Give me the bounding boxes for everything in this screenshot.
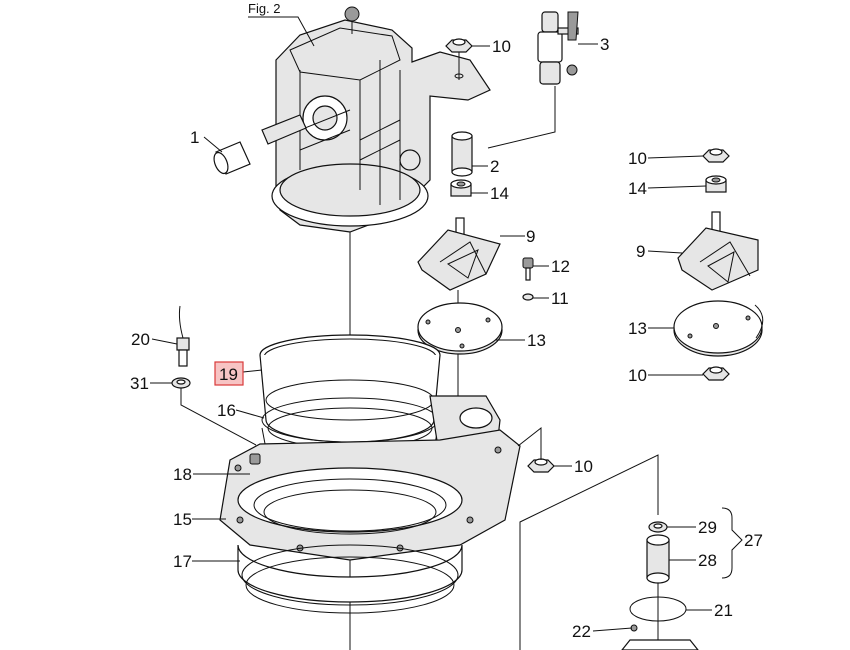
callout-10-right-top[interactable]: 10 bbox=[628, 149, 647, 168]
callout-12[interactable]: 12 bbox=[551, 257, 570, 276]
shaft-part-1 bbox=[213, 114, 307, 175]
rubber-mount-part-9-right bbox=[677, 211, 759, 291]
callout-31[interactable]: 31 bbox=[130, 374, 149, 393]
callout-20[interactable]: 20 bbox=[131, 330, 150, 349]
leader-lines bbox=[150, 16, 712, 632]
bolt-part-18 bbox=[249, 453, 261, 465]
rubber-mount-part-9 bbox=[417, 217, 501, 291]
callout-11[interactable]: 11 bbox=[551, 289, 569, 308]
seal-ring-part-19 bbox=[259, 334, 441, 443]
callout-27[interactable]: 27 bbox=[744, 531, 763, 550]
fitting-part-3 bbox=[537, 11, 579, 85]
figure-label: Fig. 2 bbox=[248, 1, 281, 16]
oring-part-21 bbox=[629, 596, 687, 622]
callout-15[interactable]: 15 bbox=[173, 510, 192, 529]
oring-part-29 bbox=[648, 521, 668, 533]
bushing-part-14-right bbox=[705, 175, 727, 193]
plate-part-13 bbox=[417, 302, 503, 355]
nut-part-10-right-top bbox=[702, 148, 730, 163]
sensor-part-20 bbox=[176, 305, 190, 367]
callout-10-flange[interactable]: 10 bbox=[574, 457, 593, 476]
plate-part-13-right bbox=[673, 300, 763, 357]
ring-part-17 bbox=[237, 544, 463, 614]
bushing-part-28 bbox=[646, 534, 670, 584]
nut-part-10-flange bbox=[527, 458, 555, 473]
callout-22[interactable]: 22 bbox=[572, 622, 591, 641]
callout-13[interactable]: 13 bbox=[527, 331, 546, 350]
nut-part-10-right-bottom bbox=[702, 366, 730, 381]
callout-29[interactable]: 29 bbox=[698, 518, 717, 537]
callout-3[interactable]: 3 bbox=[600, 35, 609, 54]
bushing-part-14 bbox=[450, 179, 472, 197]
part-19-highlight-box[interactable] bbox=[214, 361, 244, 386]
washer-part-11 bbox=[522, 293, 534, 301]
callout-16[interactable]: 16 bbox=[217, 401, 236, 420]
callout-2[interactable]: 2 bbox=[490, 157, 499, 176]
gearbox-housing bbox=[271, 6, 491, 233]
detail-leader bbox=[519, 454, 659, 650]
callout-10-right-bottom[interactable]: 10 bbox=[628, 366, 647, 385]
callout-13-right[interactable]: 13 bbox=[628, 319, 647, 338]
sleeve-part-2 bbox=[451, 131, 473, 177]
callout-28[interactable]: 28 bbox=[698, 551, 717, 570]
callout-10-top[interactable]: 10 bbox=[492, 37, 511, 56]
callout-17[interactable]: 17 bbox=[173, 552, 192, 571]
callout-14[interactable]: 14 bbox=[490, 184, 509, 203]
callout-19[interactable]: 19 bbox=[219, 365, 238, 384]
bolt-part-12 bbox=[522, 257, 534, 281]
callout-14-right[interactable]: 14 bbox=[628, 179, 647, 198]
nut-part-10-top bbox=[445, 38, 473, 53]
callout-labels: Fig. 2 1 2 3 9 9 10 10 10 10 11 12 13 13… bbox=[130, 1, 763, 641]
callout-21[interactable]: 21 bbox=[714, 601, 733, 620]
callout-9-right[interactable]: 9 bbox=[636, 242, 645, 261]
washer-part-31 bbox=[171, 377, 191, 389]
callout-18[interactable]: 18 bbox=[173, 465, 192, 484]
flange-part-15 bbox=[219, 429, 521, 561]
bracket-part-27 bbox=[721, 507, 743, 579]
callout-1[interactable]: 1 bbox=[190, 128, 199, 147]
callout-9[interactable]: 9 bbox=[526, 227, 535, 246]
